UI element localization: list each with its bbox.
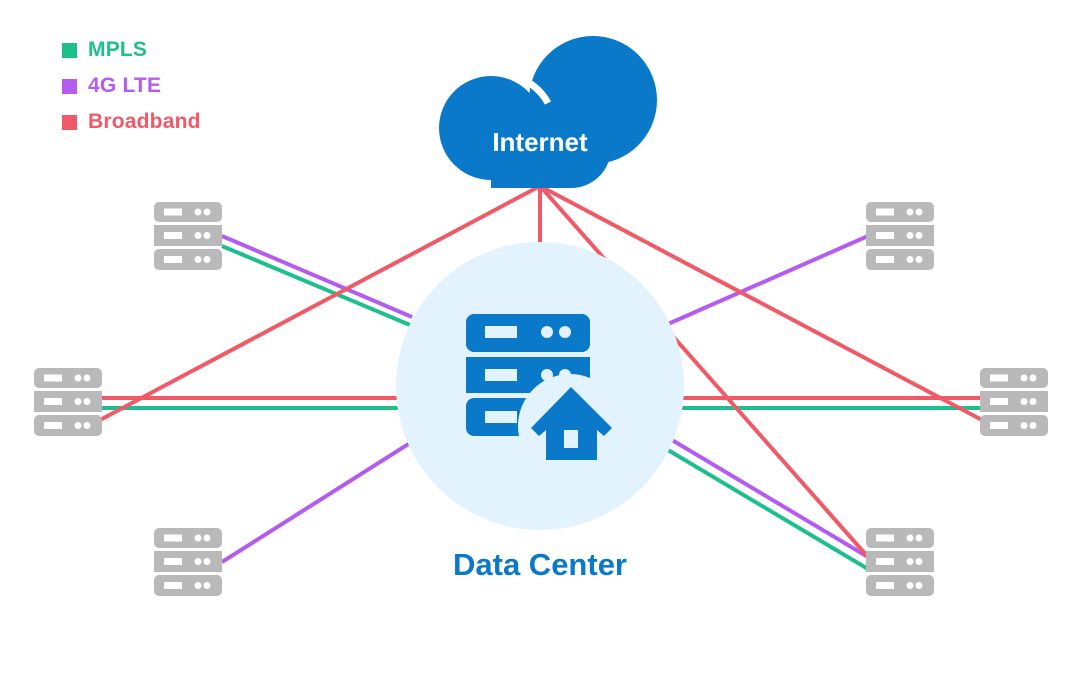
internet-node: Internet — [439, 36, 657, 188]
server-icon — [866, 202, 934, 270]
server-icon — [980, 368, 1048, 436]
server-icon — [866, 528, 934, 596]
legend-item-4g-lte: 4G LTE — [62, 68, 201, 104]
link-4g-lte-top-right — [667, 234, 869, 326]
legend-label-mpls: MPLS — [88, 38, 148, 61]
legend-item-mpls: MPLS — [62, 32, 201, 68]
branch-server-middle-right — [980, 368, 1048, 436]
branch-server-middle-left — [34, 368, 102, 436]
link-internet-middle-left — [99, 184, 541, 422]
branch-server-top-right — [866, 202, 934, 270]
branches-layer — [34, 202, 1048, 596]
legend: MPLS 4G LTE Broadband — [62, 32, 201, 140]
server-icon — [34, 368, 102, 436]
branch-server-bottom-left — [154, 528, 222, 596]
link-4g-lte-bottom-right — [670, 438, 870, 559]
branch-server-bottom-right — [866, 528, 934, 596]
server-home-icon — [466, 314, 622, 478]
legend-swatch-4g-lte — [62, 78, 77, 94]
link-4g-lte-top-left — [221, 234, 413, 319]
legend-label-broadband: Broadband — [88, 110, 201, 133]
link-mpls-bottom-right — [666, 448, 870, 571]
internet-label: Internet — [492, 127, 588, 157]
link-4g-lte-bottom-left — [220, 441, 412, 564]
server-icon — [154, 202, 222, 270]
links-layer — [99, 184, 983, 571]
link-mpls-top-left — [221, 244, 411, 327]
branch-server-top-left — [154, 202, 222, 270]
link-internet-middle-right — [539, 184, 983, 422]
data-center-node: Data Center — [396, 242, 684, 582]
cloud-icon — [439, 36, 657, 188]
legend-item-broadband: Broadband — [62, 104, 201, 140]
legend-swatch-broadband — [62, 114, 77, 130]
server-icon — [154, 528, 222, 596]
data-center-label: Data Center — [453, 547, 627, 582]
legend-label-4g-lte: 4G LTE — [88, 74, 162, 97]
link-internet-bottom-right — [538, 184, 870, 559]
legend-swatch-mpls — [62, 42, 77, 58]
